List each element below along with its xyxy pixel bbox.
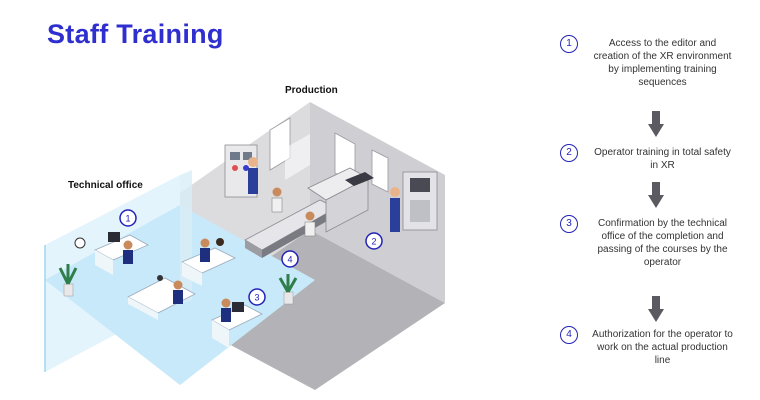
window [371, 149, 389, 193]
operator-figure [390, 198, 400, 232]
office-worker [221, 308, 231, 322]
light-beam [285, 134, 310, 180]
page-title: Staff Training [47, 19, 224, 49]
step-number-badge: 4 [560, 326, 578, 344]
office-worker [173, 290, 183, 304]
step-text: Authorization for the operator to work o… [592, 329, 733, 366]
step-text: Access to the editor and creation of the… [593, 38, 732, 88]
isometric-scene: 1 2 3 4 [44, 102, 445, 390]
marker-2: 2 [365, 232, 383, 250]
step-1: 1 Access to the editor and creation of t… [550, 35, 755, 95]
trainee-figure [304, 221, 316, 237]
plant-icon [63, 283, 74, 297]
marker-1: 1 [119, 209, 137, 227]
step-3: 3 Confirmation by the technical office o… [550, 215, 755, 275]
svg-text:1: 1 [125, 214, 130, 224]
svg-text:2: 2 [371, 237, 376, 247]
worker-figure [248, 168, 258, 194]
marker-4: 4 [281, 250, 299, 268]
down-arrow-icon [648, 182, 664, 208]
production-label: Production [285, 85, 338, 96]
step-number-badge: 3 [560, 215, 578, 233]
trainee-figure [271, 197, 283, 213]
office-worker [200, 248, 210, 262]
down-arrow-icon [648, 296, 664, 322]
step-text: Confirmation by the technical office of … [597, 218, 728, 268]
monitor [108, 232, 120, 242]
marker-3: 3 [248, 288, 266, 306]
plant-icon [283, 291, 294, 305]
production-floor [180, 230, 445, 390]
step-2: 2 Operator training in total safety in X… [550, 144, 755, 204]
step-number-badge: 2 [560, 144, 578, 162]
step-4: 4 Authorization for the operator to work… [550, 326, 755, 386]
step-number-badge: 1 [560, 35, 578, 53]
svg-text:3: 3 [254, 293, 259, 303]
technical-office-label: Technical office [68, 180, 143, 191]
clock-icon [74, 237, 86, 249]
monitor [232, 302, 244, 312]
svg-text:4: 4 [287, 255, 292, 265]
step-text: Operator training in total safety in XR [594, 147, 731, 171]
down-arrow-icon [648, 111, 664, 137]
office-worker [123, 250, 133, 264]
